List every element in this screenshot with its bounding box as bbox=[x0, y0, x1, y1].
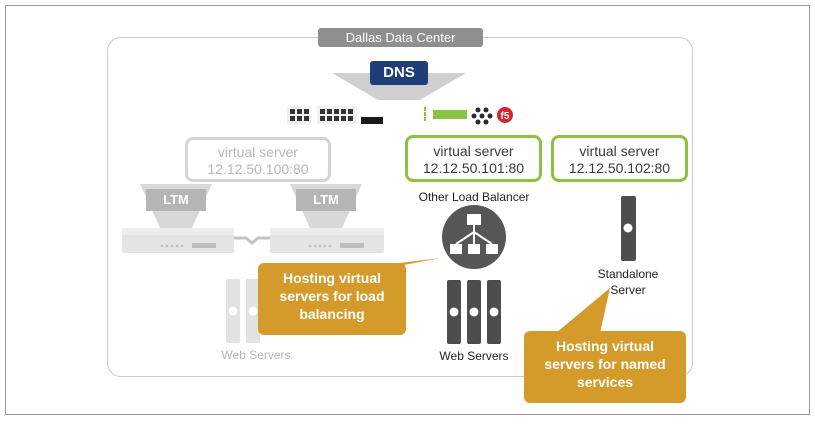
virtual-server-3: virtual server 12.12.50.102:80 bbox=[551, 135, 688, 182]
outer-frame bbox=[5, 5, 810, 415]
virtual-server-2-address: 12.12.50.101:80 bbox=[422, 160, 525, 176]
standalone-server-label: Standalone Server bbox=[597, 267, 659, 297]
dns-badge: DNS bbox=[370, 61, 428, 85]
virtual-server-1-address: 12.12.50.100:80 bbox=[207, 161, 309, 177]
virtual-server-2: virtual server 12.12.50.101:80 bbox=[405, 135, 542, 182]
web-servers-center-label: Web Servers bbox=[439, 349, 509, 363]
datacenter-title: Dallas Data Center bbox=[318, 28, 483, 47]
other-load-balancer-label: Other Load Balancer bbox=[418, 190, 530, 204]
standalone-server-icon bbox=[621, 196, 636, 261]
virtual-server-1-title: virtual server bbox=[217, 144, 299, 160]
ltm-link bbox=[234, 236, 270, 245]
dns-funnel-shape bbox=[332, 73, 466, 100]
svg-text:f5: f5 bbox=[501, 111, 510, 122]
callout-pointer-right bbox=[556, 288, 610, 333]
web-servers-left-icon bbox=[226, 279, 260, 343]
virtual-server-2-title: virtual server bbox=[433, 143, 514, 159]
callout-named-services: Hosting virtual servers for named servic… bbox=[524, 331, 686, 403]
load-balancer-icon bbox=[442, 205, 506, 269]
f5-appliance bbox=[277, 102, 523, 129]
virtual-server-3-address: 12.12.50.102:80 bbox=[568, 160, 671, 176]
callout-load-balancing: Hosting virtual servers for load balanci… bbox=[258, 263, 406, 335]
virtual-server-3-title: virtual server bbox=[579, 143, 660, 159]
web-servers-center-icon bbox=[447, 280, 501, 344]
f5-appliance-details: f5 bbox=[287, 106, 513, 125]
ltm-label-left: LTM bbox=[146, 189, 206, 211]
ltm-label-right: LTM bbox=[296, 189, 356, 211]
web-servers-left-label: Web Servers bbox=[221, 348, 291, 362]
virtual-server-1: virtual server 12.12.50.100:80 bbox=[185, 137, 331, 182]
